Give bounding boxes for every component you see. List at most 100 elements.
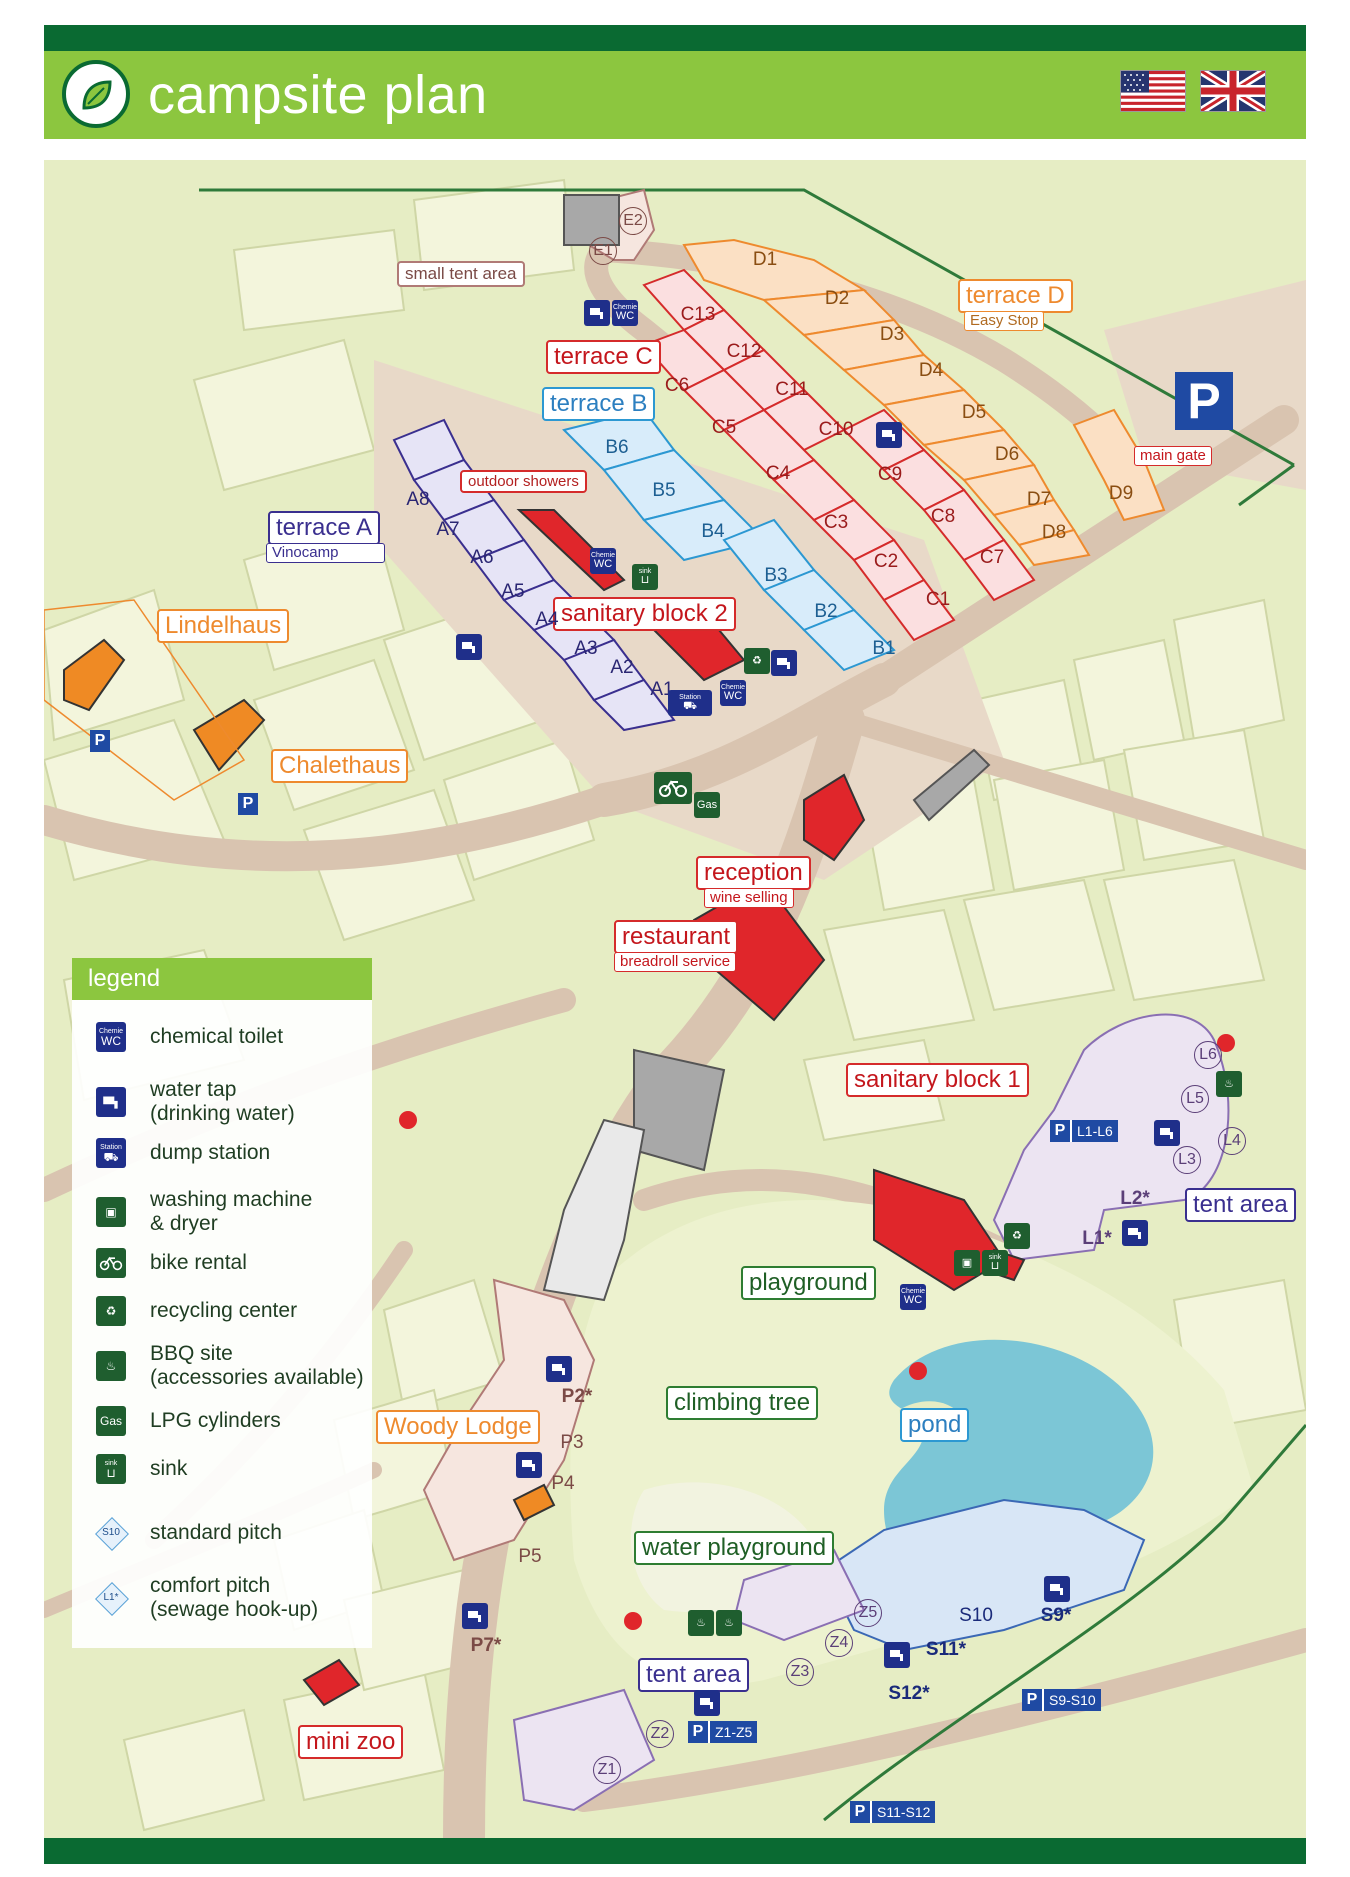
pitch-p2[interactable]: P2*: [561, 1386, 593, 1407]
pitch-l2[interactable]: L2*: [1120, 1188, 1150, 1209]
pitch-c8[interactable]: C8: [930, 506, 956, 527]
pitch-s12[interactable]: S12*: [888, 1683, 930, 1704]
pitch-s11[interactable]: S11*: [925, 1639, 967, 1660]
pitch-a7[interactable]: A7: [436, 519, 460, 540]
water-tap-icon[interactable]: [516, 1452, 542, 1478]
pitch-l6[interactable]: L6: [1194, 1041, 1222, 1069]
water-tap-icon[interactable]: [462, 1603, 488, 1629]
pitch-z4[interactable]: Z4: [825, 1629, 853, 1657]
recycling-icon[interactable]: ♻: [1004, 1223, 1030, 1249]
bbq-icon[interactable]: ♨: [688, 1610, 714, 1636]
pitch-b1[interactable]: B1: [872, 638, 896, 659]
uk-flag-icon[interactable]: [1198, 67, 1268, 115]
pitch-l1[interactable]: L1*: [1082, 1228, 1112, 1249]
pitch-c7[interactable]: C7: [979, 547, 1005, 568]
pitch-l4[interactable]: L4: [1218, 1127, 1246, 1155]
pitch-d6[interactable]: D6: [994, 444, 1020, 465]
pitch-s10[interactable]: S10: [959, 1605, 993, 1626]
pitch-d4[interactable]: D4: [918, 360, 944, 381]
pitch-b2[interactable]: B2: [814, 601, 838, 622]
parking-main-icon[interactable]: P: [1175, 372, 1233, 430]
pitch-e1[interactable]: E1: [589, 237, 617, 265]
sink-icon[interactable]: sink⊔: [982, 1250, 1008, 1276]
pitch-d3[interactable]: D3: [879, 324, 905, 345]
pitch-p7[interactable]: P7*: [470, 1635, 502, 1656]
pitch-l3[interactable]: L3: [1173, 1146, 1201, 1174]
pitch-l5[interactable]: L5: [1181, 1085, 1209, 1113]
pitch-z5[interactable]: Z5: [854, 1599, 882, 1627]
dump-station-icon[interactable]: Station⛟: [668, 690, 712, 716]
pitch-c1[interactable]: C1: [925, 589, 951, 610]
pitch-a8[interactable]: A8: [406, 489, 430, 510]
pitch-d5[interactable]: D5: [961, 402, 987, 423]
pitch-c13[interactable]: C13: [680, 304, 716, 325]
water-tap-icon[interactable]: [1122, 1220, 1148, 1246]
wc-text: WC: [615, 310, 635, 322]
pitch-c12[interactable]: C12: [726, 341, 762, 362]
water-tap-icon[interactable]: [546, 1356, 572, 1382]
pitch-b4[interactable]: B4: [701, 521, 725, 542]
pitch-c11[interactable]: C11: [775, 379, 809, 400]
pitch-c9[interactable]: C9: [877, 464, 903, 485]
pitch-c4[interactable]: C4: [765, 463, 791, 484]
pitch-z2[interactable]: Z2: [646, 1720, 674, 1748]
water-tap-icon[interactable]: [456, 634, 482, 660]
pitch-s9[interactable]: S9*: [1040, 1605, 1072, 1626]
pitch-z3[interactable]: Z3: [786, 1658, 814, 1686]
pitch-b6[interactable]: B6: [605, 437, 629, 458]
pitch-d1[interactable]: D1: [752, 249, 778, 270]
pitch-b5[interactable]: B5: [652, 480, 676, 501]
pitch-a3[interactable]: A3: [574, 638, 598, 659]
water-tap-icon[interactable]: [876, 422, 902, 448]
pitch-c3[interactable]: C3: [823, 512, 849, 533]
label-terrace-a: terrace A: [268, 511, 381, 545]
sink-icon[interactable]: sink⊔: [632, 564, 658, 590]
water-tap-icon[interactable]: [584, 300, 610, 326]
pitch-d2[interactable]: D2: [824, 288, 850, 309]
legend-label: comfort pitch: [150, 1574, 271, 1597]
gas-icon[interactable]: Gas: [694, 792, 720, 818]
water-tap-icon[interactable]: [694, 1690, 720, 1716]
pitch-p3[interactable]: P3: [560, 1432, 584, 1453]
pitch-b3[interactable]: B3: [764, 565, 788, 586]
parking-chalethaus-badge[interactable]: P: [238, 793, 258, 815]
pitch-z1[interactable]: Z1: [593, 1756, 621, 1784]
pitch-c10[interactable]: C10: [818, 419, 854, 440]
water-tap-icon[interactable]: [1044, 1576, 1070, 1602]
bbq-icon[interactable]: ♨: [1216, 1071, 1242, 1097]
pitch-d8[interactable]: D8: [1041, 522, 1067, 543]
recycling-icon[interactable]: ♻: [744, 648, 770, 674]
pitch-c6[interactable]: C6: [664, 375, 690, 396]
bbq-icon: ♨: [96, 1351, 126, 1382]
chemie-text: Chemie: [612, 304, 638, 311]
parking-lindelhaus-badge[interactable]: P: [90, 730, 110, 752]
bike-rental-icon[interactable]: [654, 772, 692, 804]
pitch-p4[interactable]: P4: [551, 1473, 575, 1494]
pitch-d9[interactable]: D9: [1108, 483, 1134, 504]
water-tap-icon[interactable]: [771, 650, 797, 676]
pitch-a2[interactable]: A2: [610, 657, 634, 678]
pitch-d7[interactable]: D7: [1026, 489, 1052, 510]
pitch-c5[interactable]: C5: [711, 417, 737, 438]
bbq-icon[interactable]: ♨: [716, 1610, 742, 1636]
pitch-c2[interactable]: C2: [873, 551, 899, 572]
us-flag-icon[interactable]: [1120, 70, 1186, 112]
pitch-a1[interactable]: A1: [650, 679, 674, 700]
washing-machine-icon[interactable]: ▣: [954, 1250, 980, 1276]
pitch-a5[interactable]: A5: [501, 581, 525, 602]
pitch-e2[interactable]: E2: [619, 207, 647, 235]
parking-p-glyph: P: [90, 730, 110, 752]
pitch-a4[interactable]: A4: [535, 609, 559, 630]
water-tap-icon[interactable]: [1154, 1120, 1180, 1146]
pitch-a6[interactable]: A6: [470, 547, 494, 568]
water-tap-icon[interactable]: [884, 1642, 910, 1668]
pitch-p5[interactable]: P5: [518, 1546, 542, 1567]
